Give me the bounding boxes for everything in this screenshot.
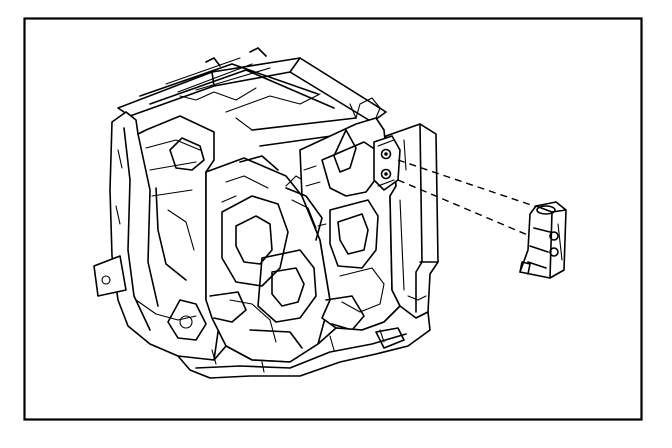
hose-lines <box>239 155 323 241</box>
mounting-tab <box>93 255 127 297</box>
bottom-base <box>177 305 431 379</box>
blower-section <box>205 157 331 363</box>
left-housing <box>109 111 221 363</box>
figure-frame <box>23 17 643 421</box>
alignment-lines <box>397 159 541 237</box>
valve-mount-ports <box>373 135 401 191</box>
expansion-valve-icon <box>519 201 567 279</box>
heater-unit-assembly-icon <box>93 47 439 379</box>
alignment-line-upper <box>397 159 541 209</box>
